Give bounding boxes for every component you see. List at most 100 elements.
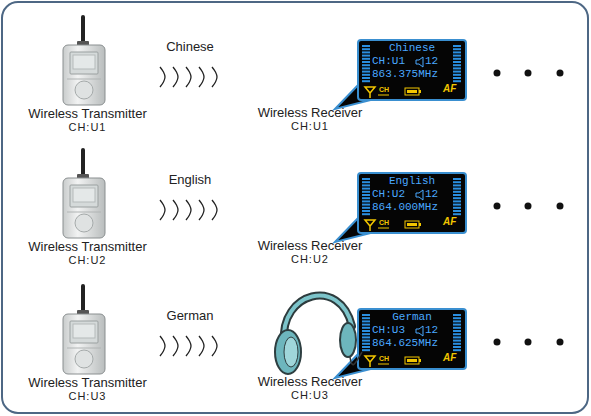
- screen-frequency: 864.625MHz: [372, 338, 438, 349]
- ch-underline: [378, 228, 389, 229]
- level-bar: [453, 314, 461, 316]
- screen-volume: 12: [425, 56, 438, 67]
- screen-channel: CH:U2: [372, 189, 405, 200]
- dot: [557, 203, 564, 210]
- ear-cup: [340, 323, 356, 357]
- receiver-screen: [255, 171, 470, 268]
- language-label: German: [167, 309, 214, 322]
- device-screen: [70, 321, 98, 343]
- level-bar: [453, 45, 461, 47]
- screen-channel: CH:U3: [372, 325, 405, 336]
- battery-level: [407, 359, 417, 362]
- level-bar: [362, 184, 370, 186]
- receiver-screen: [255, 307, 470, 404]
- level-bar: [453, 213, 461, 215]
- radio-link: [150, 67, 255, 87]
- speaker-icon: [416, 190, 423, 200]
- level-bar: [362, 320, 370, 322]
- antenna-icon: [365, 356, 375, 367]
- level-bar: [453, 330, 461, 332]
- level-bar: [362, 207, 370, 209]
- tail-join: [359, 84, 367, 96]
- radio-link: [150, 336, 255, 356]
- channel-label: CH:U3: [25, 391, 150, 402]
- level-bar: [453, 191, 461, 193]
- level-bar: [453, 74, 461, 76]
- level-bar: [362, 64, 370, 66]
- radio-link: [150, 200, 255, 220]
- level-bar: [453, 349, 461, 351]
- level-bar: [453, 327, 461, 329]
- level-bar: [453, 181, 461, 183]
- device-label: Wireless Receiver: [255, 375, 365, 388]
- level-bar: [362, 178, 370, 180]
- transmitter-node: Wireless TransmitterCH:U2: [25, 148, 150, 270]
- screen-ch-icon: CH: [379, 219, 389, 226]
- dot: [494, 70, 501, 77]
- device-label: Wireless Transmitter: [25, 376, 150, 389]
- language-label: Chinese: [166, 40, 214, 53]
- dot: [557, 339, 564, 346]
- screen-ch-icon: CH: [379, 355, 389, 362]
- level-bar: [453, 61, 461, 63]
- receiver-node: ChineseCH:U112863.375MHzCHAFWireless Rec…: [255, 38, 470, 135]
- device-label: Wireless Receiver: [255, 106, 365, 119]
- speaker-icon: [416, 326, 423, 336]
- ch-underline: [378, 364, 389, 365]
- level-bar: [362, 188, 370, 190]
- battery-tip: [419, 90, 421, 93]
- level-bar: [362, 346, 370, 348]
- level-bar: [453, 184, 461, 186]
- device-seam: [67, 348, 101, 349]
- screen-frequency: 863.375MHz: [372, 69, 438, 80]
- level-bar: [362, 200, 370, 202]
- device-screen-inner: [73, 324, 95, 338]
- level-bar: [362, 340, 370, 342]
- screen-frame: [358, 40, 466, 100]
- level-bar: [362, 330, 370, 332]
- device-body: [63, 314, 105, 374]
- channel-label: CH:U2: [255, 254, 365, 265]
- screen-volume: 12: [425, 325, 438, 336]
- speaker-icon: [416, 57, 423, 67]
- device-label: Wireless Receiver: [255, 239, 365, 252]
- level-bar: [453, 324, 461, 326]
- screen-language: German: [373, 312, 451, 323]
- device-screen-inner: [73, 188, 95, 202]
- level-bar: [453, 64, 461, 66]
- level-bar: [362, 67, 370, 69]
- level-bar: [453, 80, 461, 82]
- headband: [284, 296, 352, 342]
- level-bar: [453, 58, 461, 60]
- tail-join: [359, 353, 367, 365]
- level-bar: [362, 51, 370, 53]
- device-button: [75, 81, 93, 99]
- screen-language: Chinese: [373, 43, 451, 54]
- level-bar: [453, 346, 461, 348]
- channel-label: CH:U1: [25, 122, 150, 133]
- headband-inner: [284, 296, 352, 342]
- device-screen-inner: [73, 55, 95, 69]
- tail-join: [359, 217, 367, 229]
- battery-level: [407, 90, 417, 93]
- level-bar: [362, 343, 370, 345]
- screen-af-icon: AF: [443, 217, 456, 227]
- device-button: [75, 214, 93, 232]
- level-bar: [362, 210, 370, 212]
- receiver-screen: [255, 38, 470, 135]
- screen-frame: [358, 309, 466, 369]
- dot: [525, 70, 532, 77]
- language-label: English: [169, 173, 212, 186]
- level-bar: [453, 317, 461, 319]
- ch-underline: [378, 95, 389, 96]
- dot: [557, 70, 564, 77]
- level-bar: [453, 48, 461, 50]
- level-bar: [453, 207, 461, 209]
- level-bar: [453, 333, 461, 335]
- level-bar: [362, 191, 370, 193]
- headphones-icon: [275, 296, 362, 374]
- level-bar: [453, 178, 461, 180]
- device-screen: [70, 185, 98, 207]
- level-bar: [453, 194, 461, 196]
